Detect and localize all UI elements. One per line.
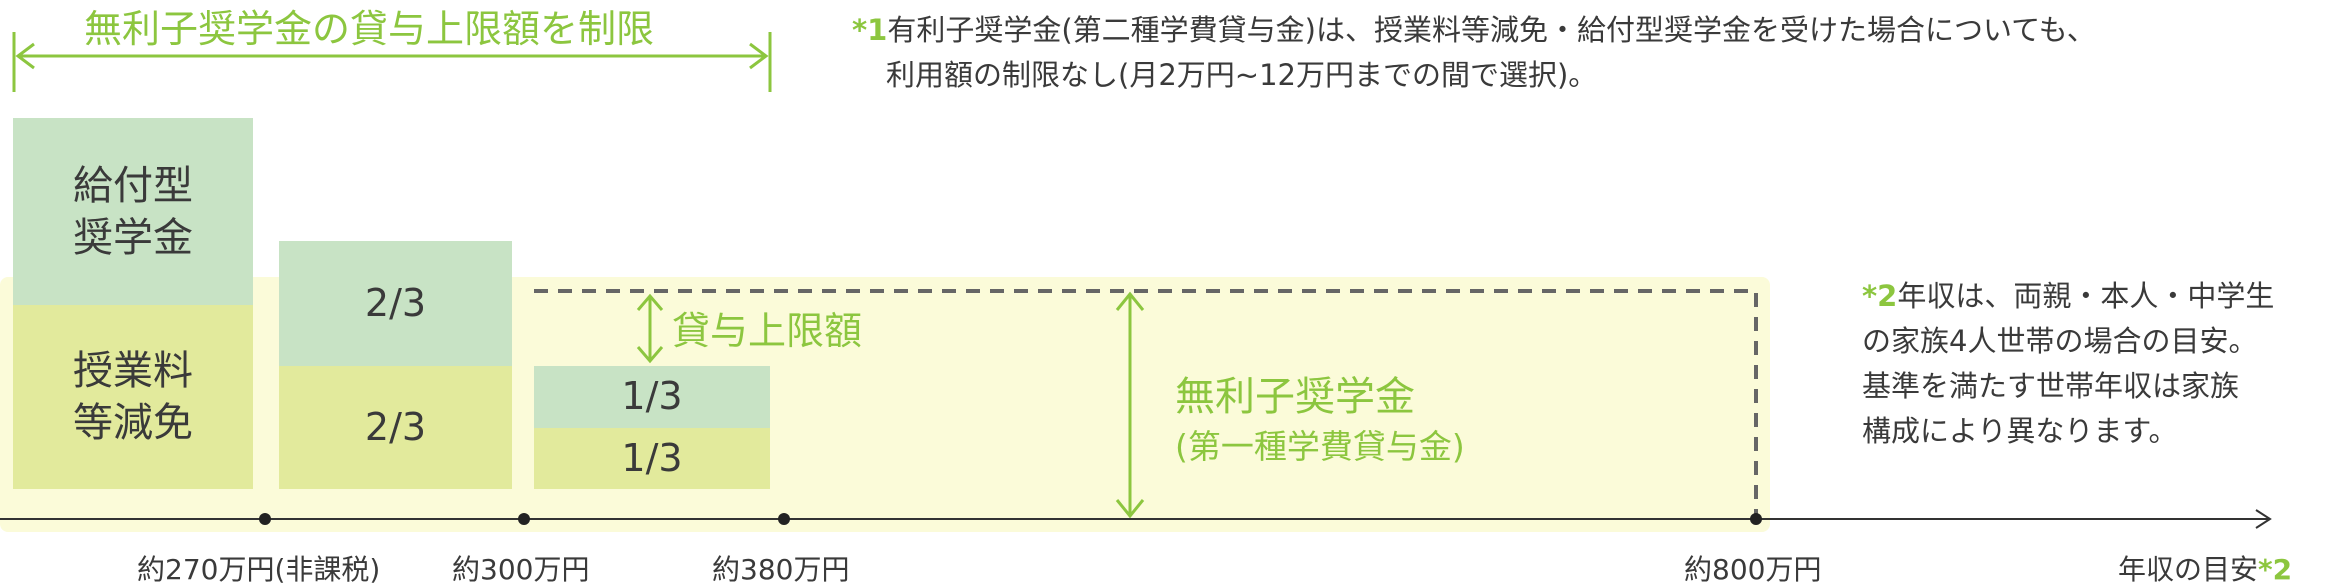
interest-free-label: 無利子奨学金 (第一種学費貸与金) xyxy=(1175,364,1465,468)
tick-dot-270 xyxy=(259,513,271,525)
note-2: *2年収は、両親・本人・中学生 の家族4人世帯の場合の目安。 基準を満たす世帯年… xyxy=(1862,274,2274,454)
note-1-marker: *1 xyxy=(852,13,888,47)
tuition-line-1: 授業料 xyxy=(73,348,193,394)
axis-end-label: 年収の目安*2 xyxy=(2118,548,2292,588)
axis-label-300: 約300万円 xyxy=(452,553,590,586)
grant-line-1: 給付型 xyxy=(73,162,193,209)
note-1-line-1: 有利子奨学金(第二種学費貸与金)は、授業料等減免・給付型奨学金を受けた場合につい… xyxy=(887,13,2096,47)
grant-line-2: 奨学金 xyxy=(73,214,193,261)
note-2-line-3: 基準を満たす世帯年収は家族 xyxy=(1862,369,2240,403)
axis-end-text: 年収の目安 xyxy=(2118,553,2259,586)
income-axis xyxy=(0,509,2272,529)
col3-tuition-fraction: 1/3 xyxy=(534,428,770,489)
axis-label-270: 約270万円(非課税) xyxy=(137,553,381,586)
note-1: *1有利子奨学金(第二種学費貸与金)は、授業料等減免・給付型奨学金を受けた場合に… xyxy=(852,8,2096,98)
top-bracket-label: 無利子奨学金の貸与上限額を制限 xyxy=(84,7,655,51)
loan-limit-arrow xyxy=(636,293,664,364)
col2-grant-fraction: 2/3 xyxy=(279,241,512,366)
interest-free-arrow xyxy=(1115,291,1145,519)
col3-grant-fraction: 1/3 xyxy=(534,366,770,428)
note-2-line-1: 年収は、両親・本人・中学生 xyxy=(1897,279,2275,313)
axis-label-800: 約800万円 xyxy=(1684,553,1822,586)
interest-free-line-1: 無利子奨学金 xyxy=(1175,374,1415,420)
note-2-marker: *2 xyxy=(1862,279,1898,313)
note-2-line-4: 構成により異なります。 xyxy=(1862,414,2178,448)
tuition-line-2: 等減免 xyxy=(73,400,193,446)
tick-dot-380 xyxy=(778,513,790,525)
loan-limit-label: 貸与上限額 xyxy=(672,309,863,353)
interest-free-dashed-outline xyxy=(534,289,1758,519)
grant-scholarship-block: 給付型 奨学金 xyxy=(13,118,253,305)
note-2-line-2: の家族4人世帯の場合の目安。 xyxy=(1862,324,2258,358)
axis-end-marker: *2 xyxy=(2258,553,2293,586)
note-1-line-2: 利用額の制限なし(月2万円~12万円までの間で選択)。 xyxy=(886,58,1598,92)
axis-label-380: 約380万円 xyxy=(712,553,850,586)
col2-tuition-fraction: 2/3 xyxy=(279,366,512,489)
tick-dot-800 xyxy=(1750,513,1762,525)
tuition-reduction-block: 授業料 等減免 xyxy=(13,305,253,489)
top-bracket xyxy=(12,32,772,92)
interest-free-line-2: (第一種学費貸与金) xyxy=(1175,427,1465,466)
tick-dot-300 xyxy=(518,513,530,525)
